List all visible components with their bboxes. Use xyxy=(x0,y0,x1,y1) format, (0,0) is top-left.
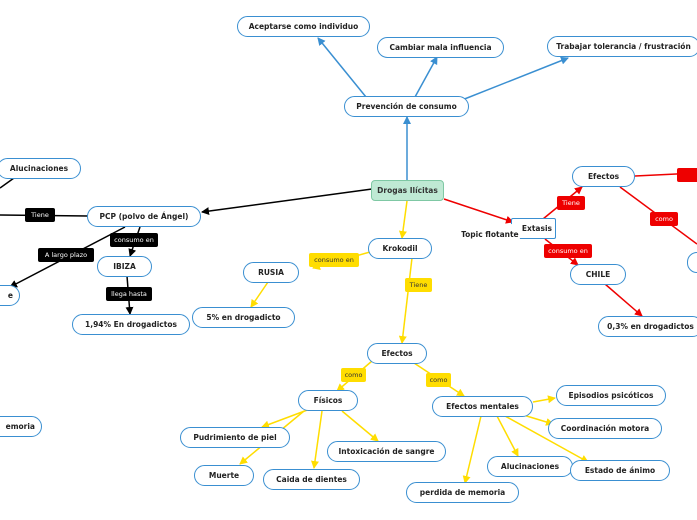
edge-mentales-estado xyxy=(504,415,589,463)
node-e-left[interactable]: e xyxy=(0,285,20,306)
node-intoxicacion[interactable]: Intoxicación de sangre xyxy=(327,441,446,462)
node-ibiza[interactable]: IBIZA xyxy=(97,256,152,277)
edge-mentales-alucinaciones xyxy=(496,415,519,457)
edge-center-pcp xyxy=(201,188,373,216)
node-extasis[interactable]: Extasis xyxy=(511,218,556,239)
node-trabajar[interactable]: Trabajar tolerancia / frustración xyxy=(547,36,697,57)
node-rusia[interactable]: RUSIA xyxy=(243,262,299,283)
node-efectos-extasis[interactable]: Efectos xyxy=(572,166,635,187)
node-alucinaciones-mentales[interactable]: Alucinaciones xyxy=(487,456,573,477)
edge-alucinaciones-stub xyxy=(0,177,15,189)
tag-tiene-extasis: Tiene xyxy=(557,196,585,210)
tag-como-fisicos: como xyxy=(341,368,366,382)
node-cambiar[interactable]: Cambiar mala influencia xyxy=(377,37,504,58)
node-topic-flotante[interactable]: Topic flotante xyxy=(461,224,521,244)
node-rusia-pct[interactable]: 5% en drogadicto xyxy=(192,307,295,328)
tag-como-extasis: como xyxy=(650,212,678,226)
edge-mentales-perdida xyxy=(462,415,482,484)
node-podrimiento[interactable]: Pudrimiento de piel xyxy=(180,427,290,448)
node-memoria-left[interactable]: emoria xyxy=(0,416,42,437)
tag-largo-plazo: A largo plazo xyxy=(38,248,94,262)
node-prevencion[interactable]: Prevención de consumo xyxy=(344,96,469,117)
node-perdida[interactable]: perdida de memoria xyxy=(406,482,519,503)
node-drogas-ilicitas[interactable]: Drogas Ilícitas xyxy=(371,180,444,201)
node-chile-pct[interactable]: 0,3% en drogadictos xyxy=(598,316,697,337)
node-pcp[interactable]: PCP (polvo de Ángel) xyxy=(87,206,201,227)
edge-fisicos-intoxicacion xyxy=(341,410,379,442)
tag-consumo-en-extasis: consumo en xyxy=(544,244,592,258)
edge-rusia-pct xyxy=(250,281,269,308)
node-efectos-krokodil[interactable]: Efectos xyxy=(367,343,427,364)
tag-como-mentales: como xyxy=(426,373,451,387)
node-krokodil[interactable]: Krokodil xyxy=(368,238,432,259)
node-caida[interactable]: Caida de dientes xyxy=(263,469,360,490)
node-episodios[interactable]: Episodios psicóticos xyxy=(556,385,666,406)
tag-tiene-pcp: Tiene xyxy=(25,208,55,222)
edge-mentales-episodios xyxy=(532,395,556,404)
tag-consumo-en-krokodil: consumo en xyxy=(309,253,359,267)
node-ibiza-pct[interactable]: 1,94% En drogadictos xyxy=(72,314,190,335)
node-coordinacion[interactable]: Coordinación motora xyxy=(548,418,662,439)
tag-llega-hasta: llega hasta xyxy=(106,287,152,301)
edge-prevencion-cambiar xyxy=(414,56,438,98)
node-fisicos[interactable]: Físicos xyxy=(298,390,358,411)
tag-tiene-krokodil: Tiene xyxy=(405,278,432,292)
tag-partial-top-right xyxy=(677,168,697,182)
edge-krokodil-efectos xyxy=(398,257,413,344)
node-estado[interactable]: Estado de ánimo xyxy=(570,460,670,481)
edge-chile-pct xyxy=(604,283,643,317)
edge-prevencion-trabajar xyxy=(461,56,569,101)
tag-consumo-en-pcp: consumo en xyxy=(110,233,158,247)
edge-center-extasis xyxy=(443,198,514,224)
node-efectos-mentales[interactable]: Efectos mentales xyxy=(432,396,533,417)
node-muerte[interactable]: Muerte xyxy=(194,465,254,486)
edge-fisicos-caida xyxy=(311,410,323,469)
edge-center-krokodil xyxy=(398,200,408,239)
node-aceptarse[interactable]: Aceptarse como individuo xyxy=(237,16,370,37)
node-alucinaciones-left[interactable]: Alucinaciones xyxy=(0,158,81,179)
node-chile[interactable]: CHILE xyxy=(570,264,626,285)
edge-prevencion-aceptarse xyxy=(317,37,367,98)
